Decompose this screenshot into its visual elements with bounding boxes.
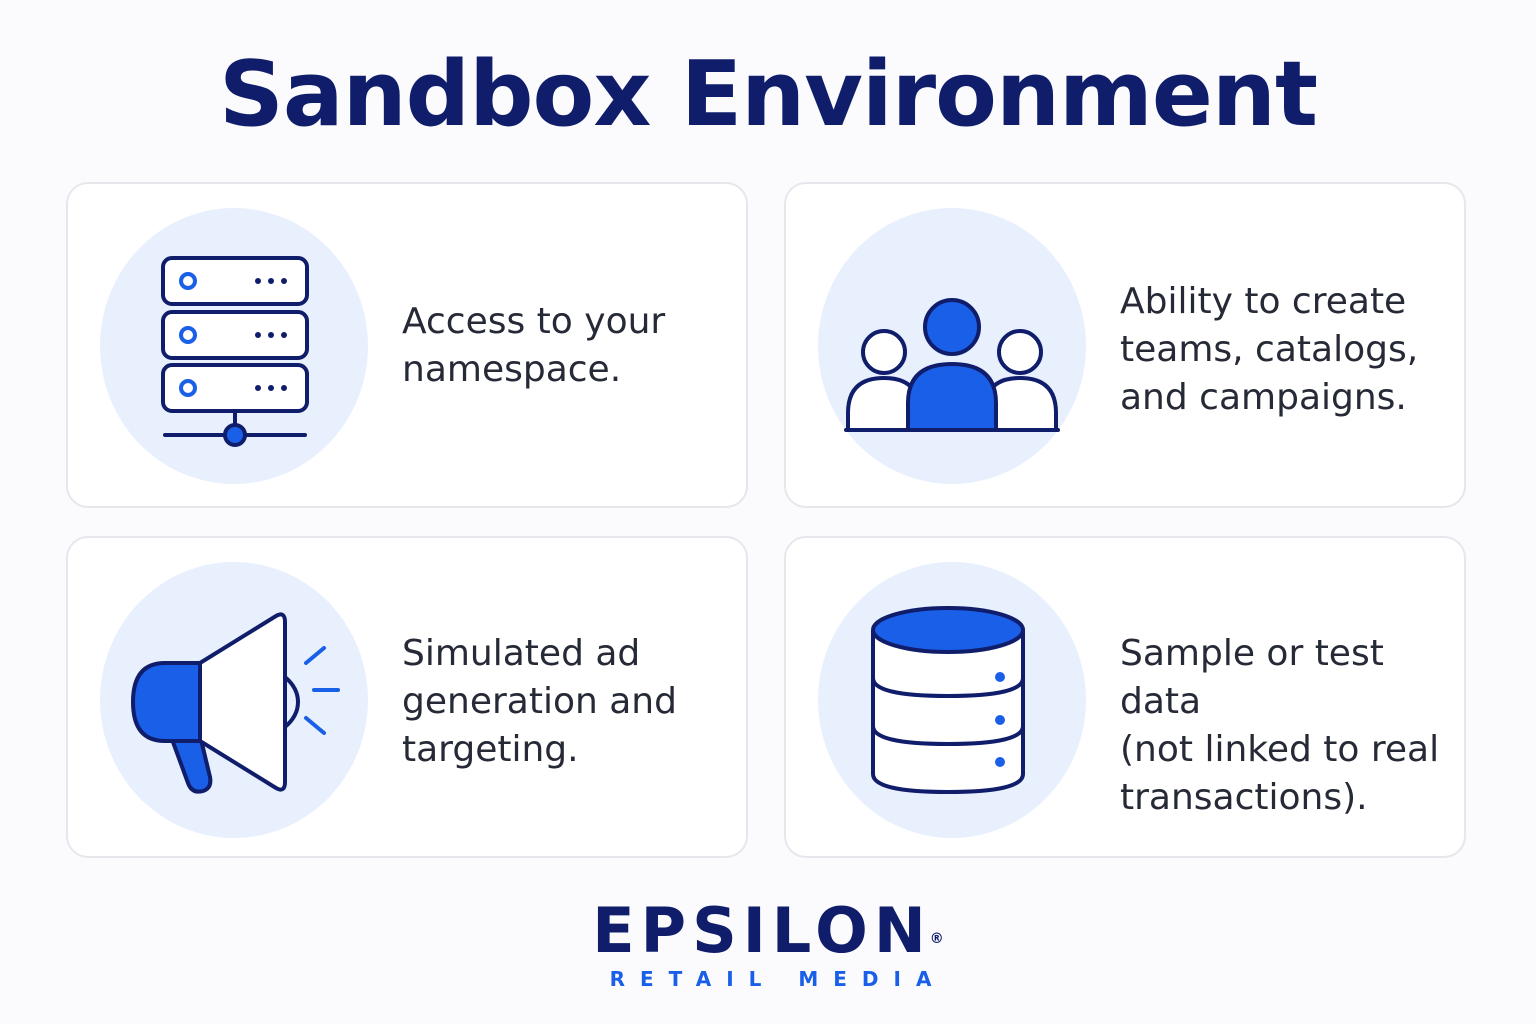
megaphone-icon (131, 612, 340, 794)
feature-text: Access to your namespace. (402, 301, 666, 390)
feature-text: Simulated ad generation and targeting. (402, 633, 677, 770)
registered-mark: ® (929, 931, 944, 947)
feature-text: Sample or test data (not linked to real … (1120, 633, 1440, 818)
database-icon (871, 606, 1025, 794)
feature-text: Ability to create teams, catalogs, and c… (1120, 281, 1419, 418)
page-title: Sandbox Environment (219, 42, 1318, 147)
feature-card-teams: Ability to create teams, catalogs, and c… (784, 182, 1466, 508)
icon-badge (818, 208, 1086, 484)
users-icon (844, 298, 1060, 432)
feature-card-test-data: Sample or test data (not linked to real … (784, 536, 1466, 858)
server-icon (161, 256, 309, 447)
brand-tagline: RETAIL MEDIA (609, 967, 947, 991)
brand-name: EPSILON (592, 894, 932, 967)
icon-badge (100, 208, 368, 484)
feature-card-ad-generation: Simulated ad generation and targeting. (66, 536, 748, 858)
feature-card-namespace: Access to your namespace. (66, 182, 748, 508)
icon-badge (100, 562, 368, 838)
brand-logo: EPSILON® (0, 896, 1536, 966)
icon-badge (818, 562, 1086, 838)
